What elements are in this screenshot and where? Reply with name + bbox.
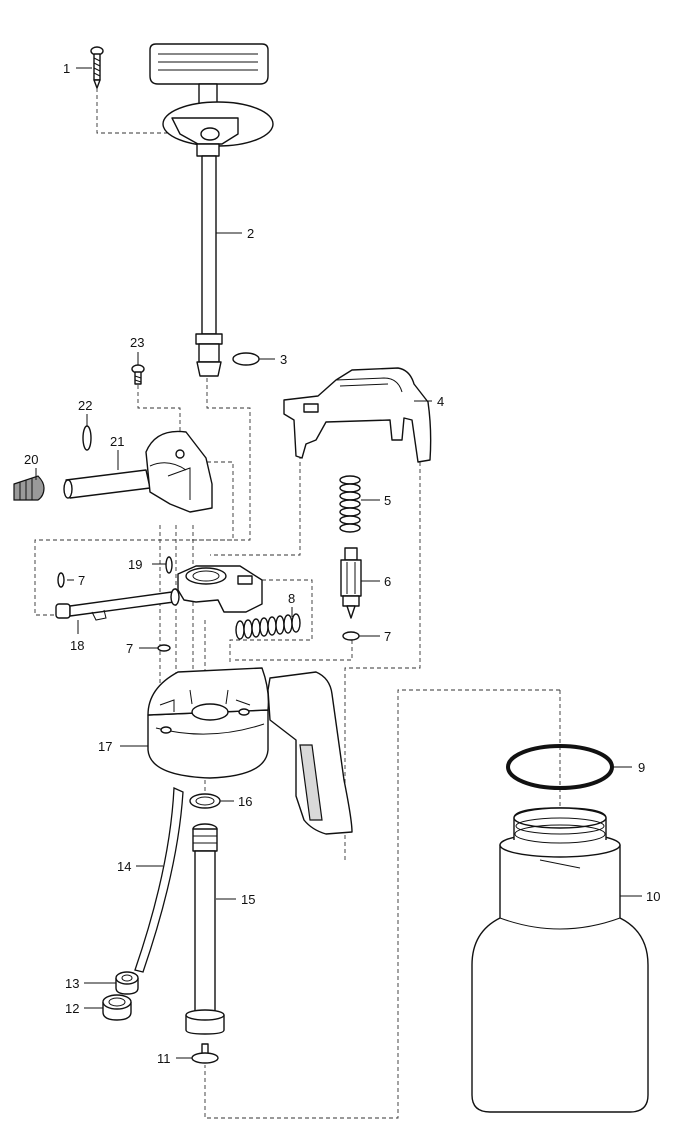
part-5-spring: [339, 475, 361, 533]
callout-9: 9: [638, 760, 645, 775]
part-21-valve-body: [63, 430, 213, 513]
callout-7-right: 7: [384, 629, 391, 644]
callout-16: 16: [238, 794, 252, 809]
callout-17: 17: [98, 739, 112, 754]
part-20-nozzle-cap: [13, 475, 45, 501]
part-2-handle-and-rod: [149, 43, 274, 377]
callout-20: 20: [24, 452, 38, 467]
callout-2: 2: [247, 226, 254, 241]
part-22-o-ring: [82, 425, 92, 451]
callout-18: 18: [70, 638, 84, 653]
callout-8: 8: [288, 591, 295, 606]
callout-21: 21: [110, 434, 124, 449]
part-17-pump-housing: [147, 667, 353, 835]
part-7-seal-right: [342, 631, 360, 641]
part-18-lance-tube: [55, 588, 180, 621]
callout-labels: 1 2 3 4 5 6 7 7 7 8 9 10 11 12 13 14 15 …: [24, 61, 660, 1066]
part-7-seal-center: [157, 644, 171, 652]
callout-19: 19: [128, 557, 142, 572]
callout-4: 4: [437, 394, 444, 409]
part-4-trigger-lever: [283, 367, 432, 463]
callout-11: 11: [157, 1051, 171, 1066]
callout-6: 6: [384, 574, 391, 589]
callout-7-left: 7: [78, 573, 85, 588]
callout-3: 3: [280, 352, 287, 367]
callout-5: 5: [384, 493, 391, 508]
leader-lines: [35, 67, 642, 1059]
callout-15: 15: [241, 892, 255, 907]
callout-1: 1: [63, 61, 70, 76]
part-8-spring: [235, 613, 301, 640]
part-19-seal: [165, 556, 173, 574]
callout-7-center: 7: [126, 641, 133, 656]
part-3-o-ring: [232, 352, 260, 366]
part-11-foot-valve: [191, 1043, 219, 1064]
callout-12: 12: [65, 1001, 79, 1016]
part-7-seal-left: [57, 572, 65, 588]
valve-block: [177, 565, 263, 613]
part-12-nut: [102, 994, 132, 1021]
part-13-connector: [115, 971, 139, 995]
callout-22: 22: [78, 398, 92, 413]
callout-23: 23: [130, 335, 144, 350]
part-6-valve: [340, 547, 362, 619]
part-1-screw: [90, 46, 104, 89]
part-15-pump-cylinder: [185, 823, 225, 1035]
part-14-hose: [134, 787, 184, 973]
part-10-tank: [471, 807, 649, 1113]
part-23-screw: [131, 364, 145, 385]
part-16-seal-ring: [189, 793, 221, 809]
callout-10: 10: [646, 889, 660, 904]
callout-13: 13: [65, 976, 79, 991]
callout-14: 14: [117, 859, 131, 874]
